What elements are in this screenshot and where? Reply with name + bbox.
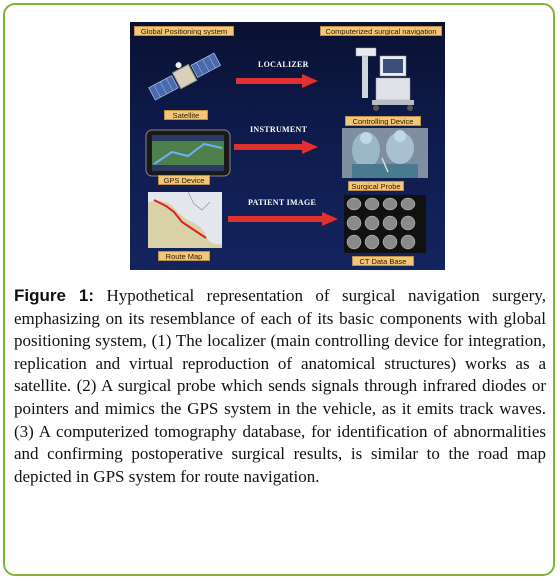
route-map-icon	[148, 192, 222, 248]
ct-database-label: CT Data Base	[352, 256, 414, 266]
gps-device-icon	[144, 128, 232, 178]
figure-diagram: Global Positioning system Computerized s…	[130, 22, 445, 270]
localizer-label: LOCALIZER	[258, 60, 309, 69]
surgical-probe-label: Surgical Probe	[348, 181, 404, 191]
satellite-icon	[144, 47, 228, 107]
caption-text: Hypothetical representation of surgical …	[14, 286, 546, 486]
instrument-label: INSTRUMENT	[250, 125, 308, 134]
arrow-instrument	[234, 140, 318, 154]
arrow-patient-image	[228, 212, 338, 226]
ct-scan-icon	[344, 195, 426, 253]
controlling-device-icon	[352, 44, 422, 114]
figure-caption: Figure 1: Hypothetical representation of…	[14, 285, 546, 488]
surgical-probe-icon	[342, 128, 428, 178]
route-map-label: Route Map	[158, 251, 210, 261]
controlling-device-label: Controlling Device	[345, 116, 421, 126]
gps-device-label: GPS Device	[158, 175, 210, 185]
caption-label: Figure 1:	[14, 286, 94, 305]
arrow-localizer	[236, 74, 318, 88]
patient-image-label: PATIENT IMAGE	[248, 198, 317, 207]
satellite-label: Satellite	[164, 110, 208, 120]
left-header: Global Positioning system	[134, 26, 234, 36]
right-header: Computerized surgical navigation	[320, 26, 442, 36]
